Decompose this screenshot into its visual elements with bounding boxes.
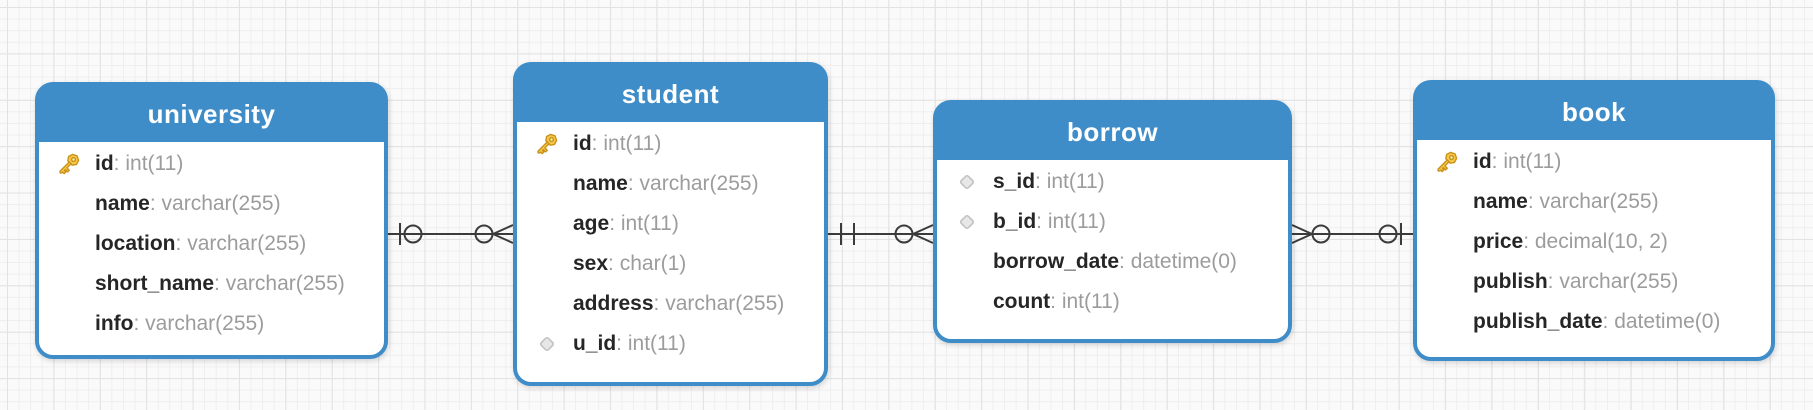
field-row[interactable]: publish varchar(255) <box>1417 262 1771 302</box>
field-row[interactable]: id int(11) <box>1417 142 1771 182</box>
field-row[interactable]: id int(11) <box>517 124 824 164</box>
field-name: location <box>95 232 176 255</box>
field-name: name <box>573 172 628 195</box>
icon-spacer <box>1433 228 1461 256</box>
table-header[interactable]: borrow <box>937 104 1288 160</box>
field-type: varchar(255) <box>1548 270 1678 294</box>
field-type: varchar(255) <box>628 172 759 196</box>
field-type: int(11) <box>1035 170 1105 194</box>
field-row[interactable]: address varchar(255) <box>517 284 824 324</box>
icon-spacer <box>1433 308 1461 336</box>
field-row[interactable]: borrow_date datetime(0) <box>937 242 1288 282</box>
icon-spacer <box>533 210 561 238</box>
field-name: sex <box>573 252 609 275</box>
relationship-university-student[interactable] <box>388 223 514 245</box>
field-type: datetime(0) <box>1119 250 1237 274</box>
field-row[interactable]: publish_date datetime(0) <box>1417 302 1771 342</box>
field-row[interactable]: name varchar(255) <box>1417 182 1771 222</box>
field-type: varchar(255) <box>654 292 784 316</box>
icon-spacer <box>953 288 981 316</box>
icon-spacer <box>533 170 561 198</box>
primary-key-icon <box>533 130 561 158</box>
icon-spacer <box>55 190 83 218</box>
field-type: decimal(10, 2) <box>1523 230 1668 254</box>
table-title: borrow <box>1066 116 1159 147</box>
table-body: id int(11) name varchar(255) price decim… <box>1417 140 1771 342</box>
field-type: int(11) <box>609 212 679 236</box>
field-row[interactable]: location varchar(255) <box>39 224 384 264</box>
field-row[interactable]: name varchar(255) <box>39 184 384 224</box>
field-name: id <box>573 132 592 155</box>
field-row[interactable]: count int(11) <box>937 282 1288 322</box>
foreign-key-icon <box>533 330 561 358</box>
table-header[interactable]: book <box>1417 84 1771 140</box>
field-row[interactable]: age int(11) <box>517 204 824 244</box>
table-student[interactable]: student id int(11) name varchar(255) age… <box>513 62 828 386</box>
foreign-key-icon <box>953 168 981 196</box>
field-name: info <box>95 312 134 335</box>
table-body: id int(11) name varchar(255) age int(11)… <box>517 122 824 364</box>
icon-spacer <box>1433 268 1461 296</box>
field-type: varchar(255) <box>150 192 281 216</box>
field-type: varchar(255) <box>133 312 264 336</box>
field-row[interactable]: u_id int(11) <box>517 324 824 364</box>
field-name: price <box>1473 230 1524 253</box>
field-type: varchar(255) <box>176 232 306 256</box>
field-name: name <box>95 192 150 215</box>
table-header[interactable]: university <box>39 86 384 142</box>
table-borrow[interactable]: borrow s_id int(11) b_id int(11) borrow_… <box>933 100 1292 343</box>
field-name: publish_date <box>1473 310 1603 333</box>
icon-spacer <box>55 270 83 298</box>
field-type: int(11) <box>1492 150 1561 174</box>
primary-key-icon <box>1433 148 1461 176</box>
field-row[interactable]: s_id int(11) <box>937 162 1288 202</box>
table-title: book <box>1561 96 1627 127</box>
table-university[interactable]: university id int(11) name varchar(255) … <box>35 82 388 359</box>
field-row[interactable]: sex char(1) <box>517 244 824 284</box>
field-type: datetime(0) <box>1603 310 1720 334</box>
table-header[interactable]: student <box>517 66 824 122</box>
table-body: id int(11) name varchar(255) location va… <box>39 142 384 344</box>
field-name: b_id <box>993 210 1037 233</box>
field-name: publish <box>1473 270 1548 293</box>
field-type: varchar(255) <box>1528 190 1659 214</box>
icon-spacer <box>533 290 561 318</box>
field-name: name <box>1473 190 1528 213</box>
table-body: s_id int(11) b_id int(11) borrow_date da… <box>937 160 1288 322</box>
field-name: id <box>1473 150 1492 173</box>
field-row[interactable]: id int(11) <box>39 144 384 184</box>
field-type: char(1) <box>608 252 687 276</box>
field-name: address <box>573 292 654 315</box>
icon-spacer <box>55 310 83 338</box>
relationship-student-borrow[interactable] <box>828 223 934 245</box>
field-name: count <box>993 290 1051 313</box>
field-row[interactable]: name varchar(255) <box>517 164 824 204</box>
field-type: int(11) <box>616 332 686 356</box>
field-name: age <box>573 212 610 235</box>
table-book[interactable]: book id int(11) name varchar(255) price … <box>1413 80 1775 361</box>
field-row[interactable]: short_name varchar(255) <box>39 264 384 304</box>
icon-spacer <box>55 230 83 258</box>
field-row[interactable]: b_id int(11) <box>937 202 1288 242</box>
field-row[interactable]: price decimal(10, 2) <box>1417 222 1771 262</box>
field-type: varchar(255) <box>214 272 345 296</box>
field-type: int(11) <box>114 152 183 176</box>
table-title: university <box>147 98 276 129</box>
icon-spacer <box>533 250 561 278</box>
icon-spacer <box>953 248 981 276</box>
icon-spacer <box>1433 188 1461 216</box>
field-name: short_name <box>95 272 215 295</box>
field-row[interactable]: info varchar(255) <box>39 304 384 344</box>
relationship-borrow-book[interactable] <box>1291 223 1413 245</box>
field-name: borrow_date <box>993 250 1120 273</box>
table-title: student <box>621 78 720 109</box>
primary-key-icon <box>55 150 83 178</box>
field-name: s_id <box>993 170 1036 193</box>
field-name: u_id <box>573 332 617 355</box>
field-type: int(11) <box>1036 210 1106 234</box>
field-type: int(11) <box>1050 290 1120 314</box>
foreign-key-icon <box>953 208 981 236</box>
field-name: id <box>95 152 114 175</box>
field-type: int(11) <box>592 132 661 156</box>
